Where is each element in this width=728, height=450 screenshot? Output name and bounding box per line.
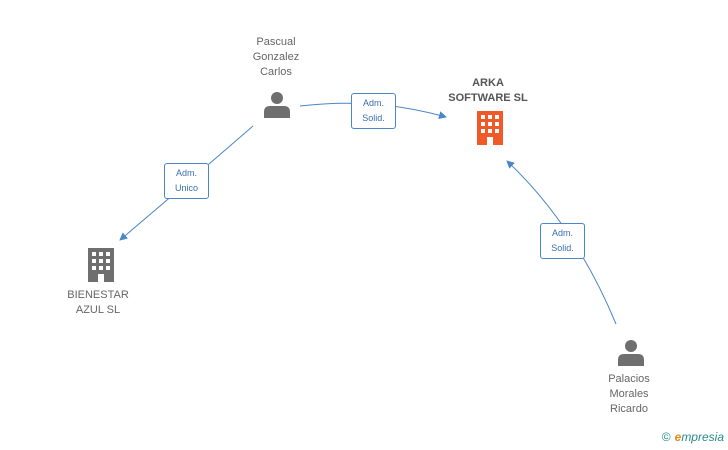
empresia-watermark: ©empresia [662, 430, 724, 444]
node-label-arka: ARKA SOFTWARE SL [448, 77, 528, 104]
brand-name: mpresia [681, 430, 724, 444]
edge-label-pascual-bienestar[interactable]: Adm. Unico [164, 163, 209, 199]
building-icon[interactable] [85, 248, 117, 282]
node-label-palacios: Palacios Morales Ricardo [608, 373, 650, 415]
building-icon-main[interactable] [474, 111, 506, 145]
node-label-pascual: Pascual Gonzalez Carlos [252, 36, 300, 78]
person-icon[interactable] [617, 338, 645, 366]
node-label-bienestar: BIENESTAR AZUL SL [67, 289, 129, 316]
edge-label-pascual-arka[interactable]: Adm. Solid. [351, 93, 396, 129]
brand-initial: e [674, 430, 682, 444]
copyright-icon: © [661, 430, 671, 444]
edge-label-palacios-arka[interactable]: Adm. Solid. [540, 223, 585, 259]
person-icon[interactable] [263, 90, 291, 118]
